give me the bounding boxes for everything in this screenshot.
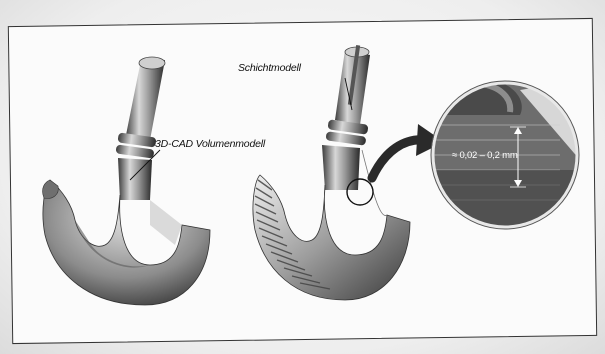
solid-model-label: 3D-CAD Volumenmodell [155, 138, 265, 150]
crane-hook-solid-icon [43, 57, 210, 305]
crane-hook-layered-icon [253, 45, 410, 300]
detail-marker-icon [347, 179, 373, 205]
layer-thickness-label: ≈ 0,02 – 0,2 mm [452, 150, 518, 161]
layer-model-label: Schichtmodell [238, 62, 301, 74]
